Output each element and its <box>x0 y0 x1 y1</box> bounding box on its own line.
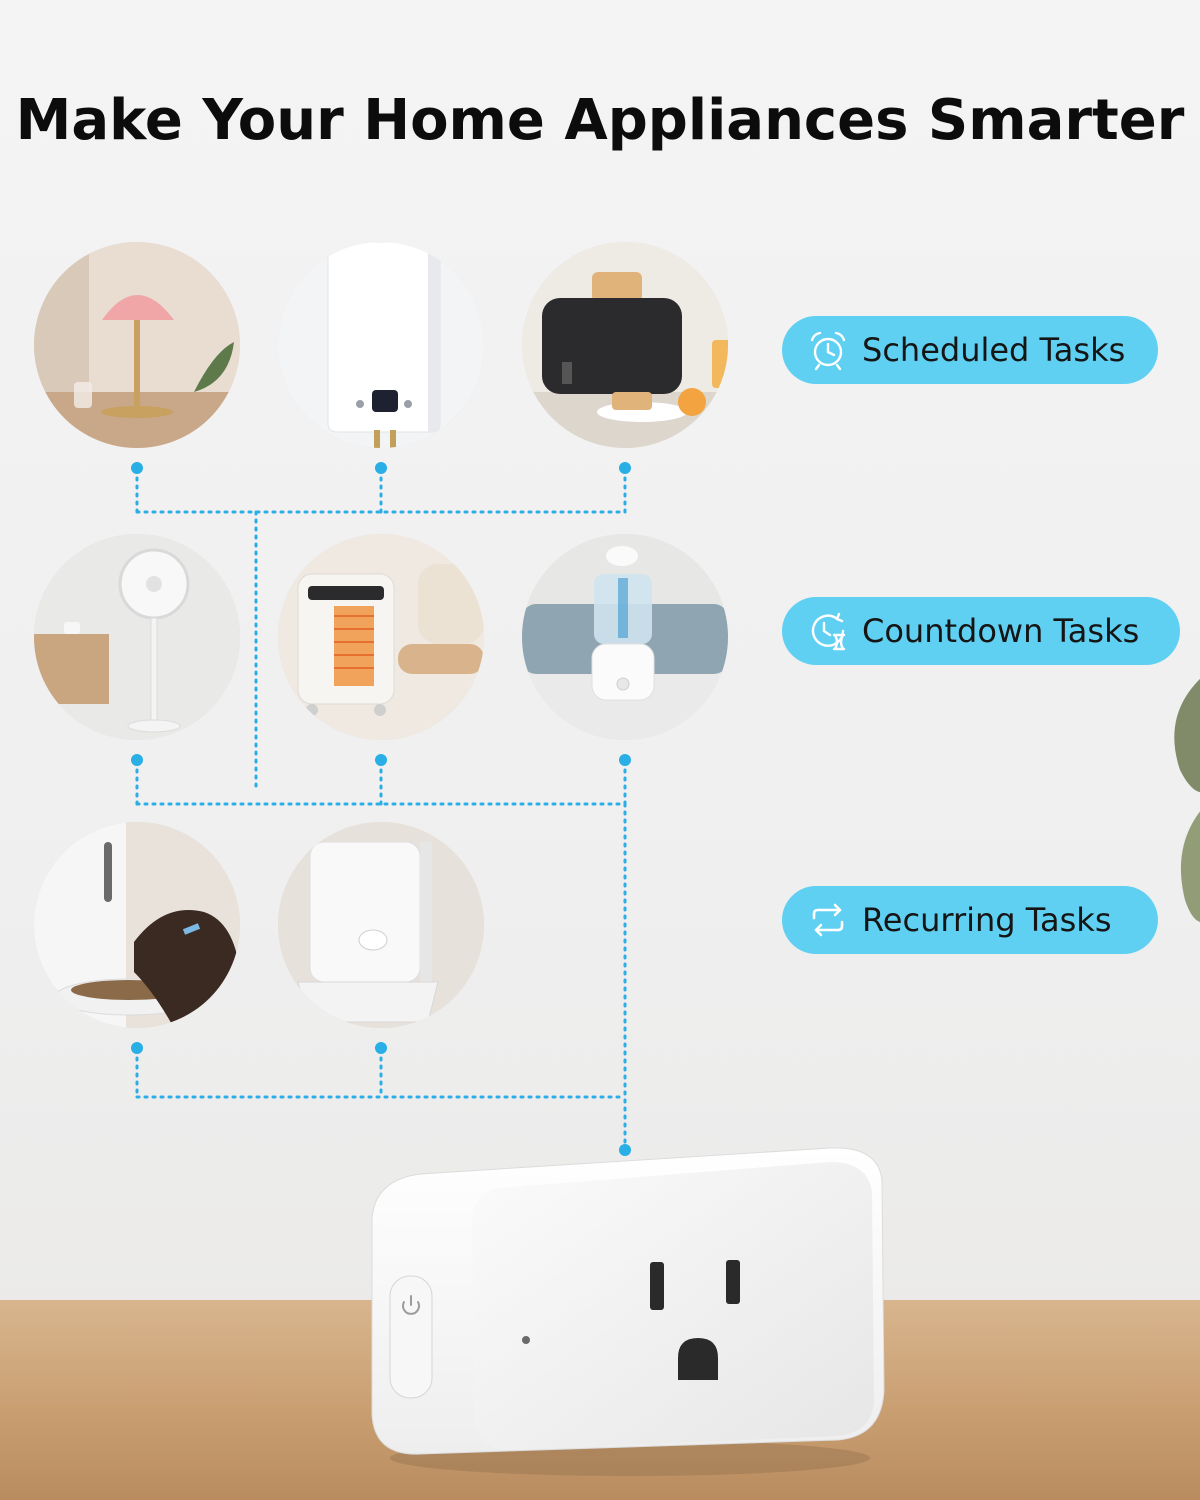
humidifier-icon <box>522 534 728 740</box>
countdown-tasks-pill[interactable]: Countdown Tasks <box>782 597 1180 665</box>
pet-feeder-photo <box>34 822 240 1028</box>
connector-dot <box>375 754 387 766</box>
table-lamp-photo <box>34 242 240 448</box>
space-heater-photo <box>278 534 484 740</box>
countdown-tasks-label: Countdown Tasks <box>862 612 1140 650</box>
page-title: Make Your Home Appliances Smarter <box>15 88 1185 153</box>
lamp-icon <box>34 242 240 448</box>
scheduled-tasks-pill[interactable]: Scheduled Tasks <box>782 316 1158 384</box>
connector-dot <box>619 1144 631 1156</box>
recurring-tasks-pill[interactable]: Recurring Tasks <box>782 886 1158 954</box>
power-button[interactable] <box>389 1275 433 1399</box>
water-heater-photo <box>278 242 484 448</box>
pet-water-fountain-photo <box>278 822 484 1028</box>
heater-icon <box>278 242 484 448</box>
outlet-socket <box>650 1260 740 1380</box>
countdown-timer-icon <box>806 609 850 653</box>
repeat-icon <box>806 898 850 942</box>
power-icon <box>402 1295 420 1315</box>
space-heater-icon <box>278 534 484 740</box>
fan-icon <box>34 534 240 740</box>
status-led <box>522 1336 530 1344</box>
toaster-photo <box>522 242 728 448</box>
connector-dot <box>619 754 631 766</box>
connector-dot <box>131 462 143 474</box>
toaster-icon <box>522 242 728 448</box>
smart-plug <box>371 1147 885 1476</box>
alarm-clock-icon <box>806 328 850 372</box>
connector-dot <box>131 754 143 766</box>
connector-dot <box>619 462 631 474</box>
recurring-tasks-label: Recurring Tasks <box>862 901 1112 939</box>
connector-dot <box>375 462 387 474</box>
scheduled-tasks-label: Scheduled Tasks <box>862 331 1126 369</box>
humidifier-photo <box>522 534 728 740</box>
standing-fan-photo <box>34 534 240 740</box>
connector-dot <box>375 1042 387 1054</box>
connector-dot <box>131 1042 143 1054</box>
water-fountain-icon <box>278 822 484 1028</box>
plant-leaves <box>1174 679 1200 922</box>
pet-feeder-icon <box>34 822 240 1028</box>
